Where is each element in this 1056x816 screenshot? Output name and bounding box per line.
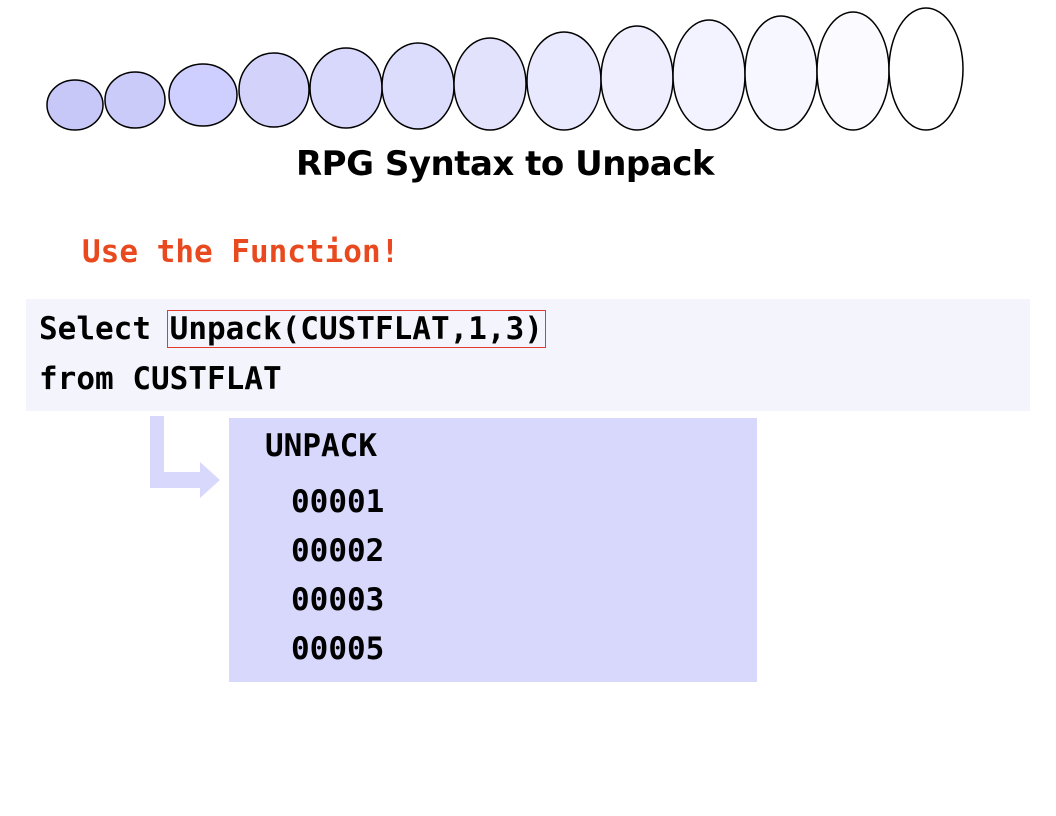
result-row: 00002 (291, 533, 385, 569)
result-row: 00001 (291, 484, 385, 520)
result-rows: 00001 00002 00003 00005 (291, 478, 384, 674)
decor-ellipse (381, 42, 455, 130)
decor-ellipse (168, 63, 238, 127)
decor-ellipse (104, 71, 166, 129)
decor-ellipse (600, 25, 674, 131)
arrow-down-right-icon (150, 416, 220, 498)
decor-ellipse (744, 15, 818, 131)
decor-ellipse (238, 52, 310, 128)
subtitle: Use the Function! (82, 234, 400, 270)
result-column-header: UNPACK (265, 428, 377, 464)
decor-ellipse (309, 47, 383, 129)
result-row: 00005 (291, 631, 385, 667)
ellipse-chain-decoration (46, 7, 964, 131)
decor-ellipse (46, 79, 104, 131)
result-row: 00003 (291, 582, 385, 618)
decor-ellipse (888, 7, 964, 131)
decor-ellipse (453, 37, 527, 131)
slide-title: RPG Syntax to Unpack (296, 144, 714, 184)
decor-ellipse (816, 11, 890, 131)
result-box: UNPACK 00001 00002 00003 00005 (229, 418, 757, 682)
decor-ellipse (526, 31, 602, 131)
code-box: Select Unpack(CUSTFLAT,1,3) from CUSTFLA… (26, 299, 1030, 411)
code-line-select: Select Unpack(CUSTFLAT,1,3) (39, 310, 546, 348)
code-keyword-select: Select (39, 311, 170, 347)
decor-ellipse (672, 19, 746, 131)
code-line-from: from CUSTFLAT (39, 361, 282, 397)
code-highlight-function: Unpack(CUSTFLAT,1,3) (166, 310, 546, 348)
